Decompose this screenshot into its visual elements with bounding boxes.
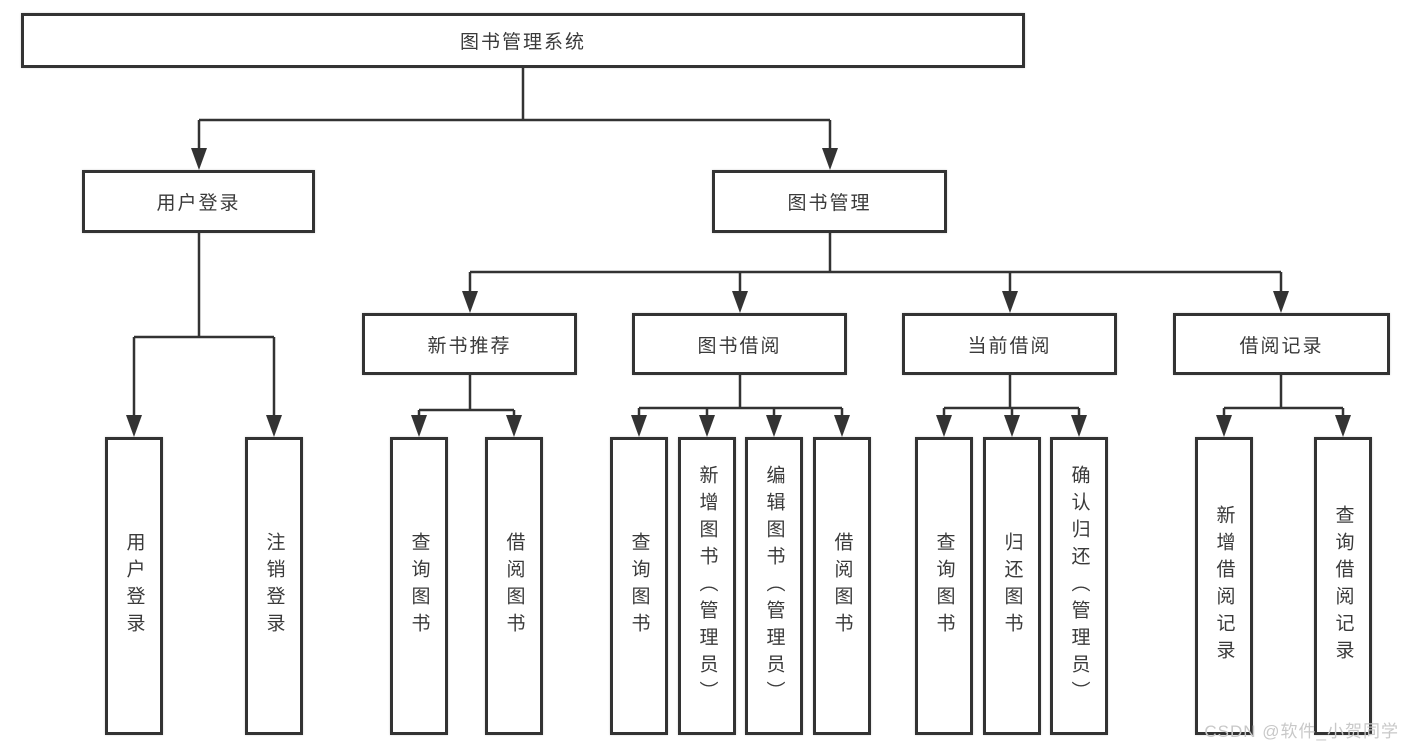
node-user-login: 用户登录 <box>82 170 315 233</box>
leaf-borrow-books: 借阅图书 <box>813 437 871 735</box>
leaf-user-login: 用户登录 <box>105 437 163 735</box>
connector-book-management <box>468 233 1283 296</box>
node-new-book-recommend: 新书推荐 <box>362 313 577 375</box>
csdn-watermark: CSDN @软件_小贺同学 <box>1204 722 1399 741</box>
node-book-management: 图书管理 <box>712 170 947 233</box>
connector-borrow-record <box>1222 375 1345 420</box>
leaf-newbook-query-books: 查询图书 <box>390 437 448 735</box>
connector-book-borrow <box>637 375 844 420</box>
leaf-newbook-borrow-books: 借阅图书 <box>485 437 543 735</box>
leaf-borrow-query-books: 查询图书 <box>610 437 668 735</box>
node-borrow-records: 借阅记录 <box>1173 313 1390 375</box>
leaf-add-borrow-record: 新增借阅记录 <box>1195 437 1253 735</box>
arrowheads <box>126 148 1351 437</box>
node-root: 图书管理系统 <box>21 13 1025 68</box>
connector-root <box>197 68 832 152</box>
leaf-query-borrow-record: 查询借阅记录 <box>1314 437 1372 735</box>
leaf-return-books: 归还图书 <box>983 437 1041 735</box>
connector-user-login <box>132 233 276 420</box>
leaf-edit-books-admin: 编辑图书（管理员） <box>745 437 803 735</box>
leaf-confirm-return-admin: 确认归还（管理员） <box>1050 437 1108 735</box>
leaf-logout: 注销登录 <box>245 437 303 735</box>
leaf-current-query-books: 查询图书 <box>915 437 973 735</box>
leaf-add-books-admin: 新增图书（管理员） <box>678 437 736 735</box>
node-current-borrowing: 当前借阅 <box>902 313 1117 375</box>
node-book-borrowing: 图书借阅 <box>632 313 847 375</box>
connector-new-book <box>417 375 516 420</box>
connector-current-borrow <box>942 375 1081 420</box>
